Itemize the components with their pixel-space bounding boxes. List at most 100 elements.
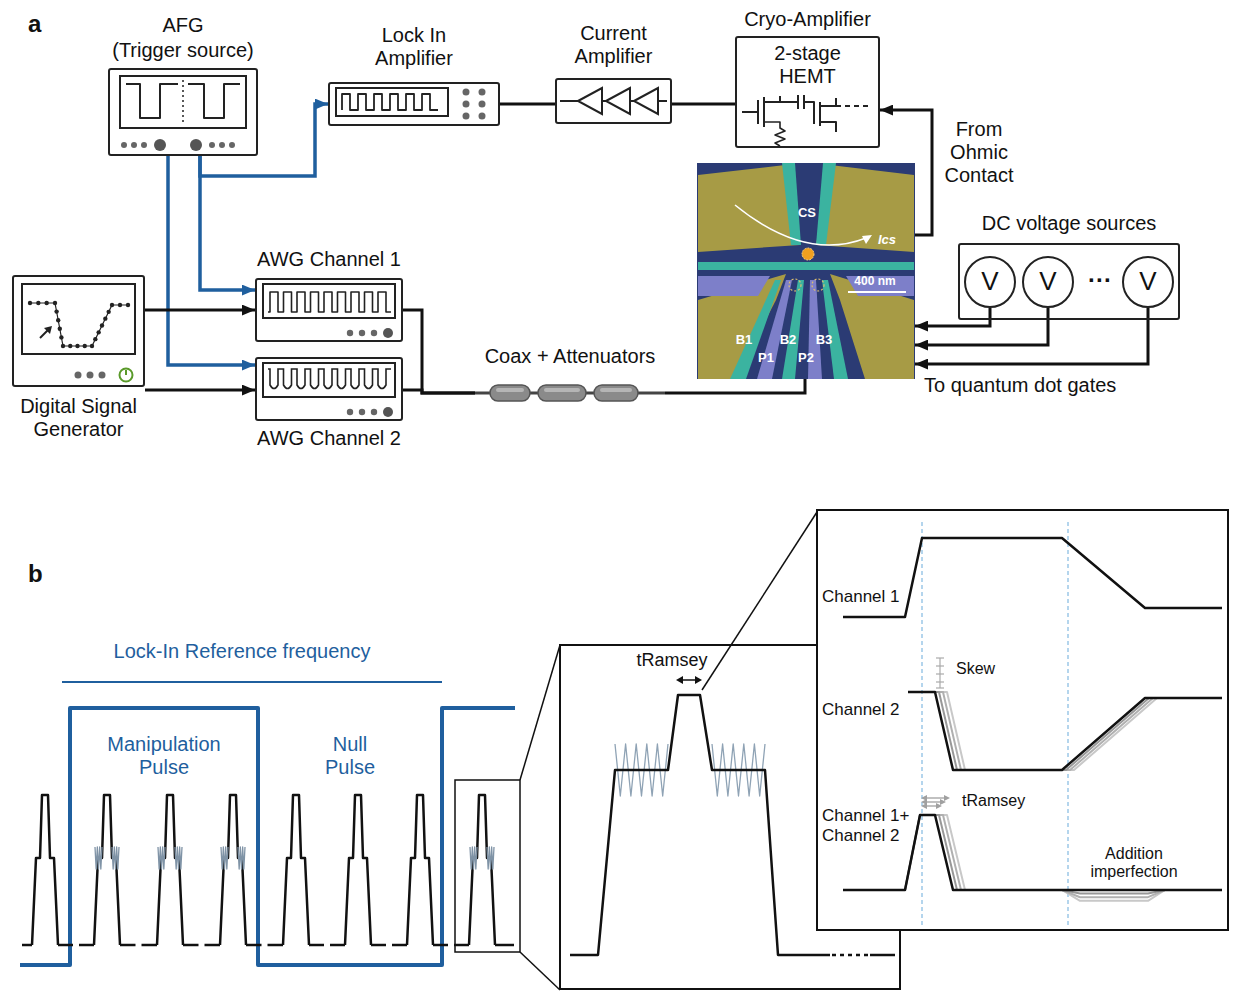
pulse-baseline — [371, 944, 386, 947]
pulse-baseline — [79, 944, 94, 947]
dimension-arrow — [936, 803, 942, 809]
wire-note: From Ohmic Contact — [936, 118, 1022, 187]
instrument-label: Cryo-Amplifier — [735, 8, 880, 31]
voltage-source: V — [964, 256, 1016, 308]
attenuator-highlight — [496, 388, 524, 392]
voltage-source: V — [1022, 256, 1074, 308]
signal-wire — [915, 308, 1048, 345]
signal-wire — [915, 308, 1148, 364]
signal-wire — [145, 389, 255, 392]
pulse-baseline — [433, 944, 448, 947]
attenuator-symbol — [538, 385, 586, 401]
instrument-label: (Trigger source) — [108, 39, 258, 62]
knob — [359, 409, 365, 415]
skew-marker — [936, 665, 944, 666]
instrument-screen — [120, 76, 246, 128]
gate-name: B2 — [775, 333, 801, 348]
cable-label: Coax + Attenuators — [475, 345, 665, 368]
transistor-symbol — [820, 98, 836, 106]
pulse-baseline — [183, 944, 199, 947]
waveform-point — [28, 301, 32, 305]
coax-line: Coax + Attenuators — [475, 345, 665, 405]
instrument-label: DC voltage sources — [958, 212, 1180, 235]
gate-region — [822, 280, 848, 379]
knob — [479, 101, 486, 108]
waveform-point — [110, 303, 114, 307]
zoom-line — [702, 512, 817, 690]
scale-bar — [848, 291, 906, 293]
knob — [359, 330, 365, 336]
gate-name: B1 — [731, 333, 757, 348]
source-panel: DC voltage sourcesVVV — [958, 212, 1180, 320]
dimension-arrow — [924, 797, 947, 798]
knob — [131, 142, 137, 148]
instrument-box: AFG(Trigger source) — [108, 12, 258, 156]
signal-name: Manipulation Pulse — [99, 733, 229, 779]
microwave-burst — [238, 847, 245, 869]
waveform-point — [36, 301, 40, 305]
instrument-screen — [22, 284, 135, 354]
voltage-symbol: V — [966, 267, 1014, 297]
signal-wire — [880, 110, 932, 235]
instrument-screen — [263, 284, 395, 318]
waveform-point — [118, 303, 122, 307]
gate-region — [698, 276, 770, 296]
zoom-line — [520, 952, 560, 990]
gate-name: CS — [790, 206, 824, 221]
waveform-point — [59, 335, 63, 339]
waveform-point — [126, 303, 130, 307]
pulse-baseline — [22, 944, 32, 947]
skew-marker — [936, 681, 944, 682]
instrument-screen — [336, 88, 448, 116]
signal-name: Channel 1 — [822, 587, 912, 607]
transistor-symbol — [757, 100, 759, 124]
pulse-baseline — [870, 954, 895, 957]
waveform-point — [96, 330, 100, 334]
instrument-panel — [108, 68, 258, 156]
pulse-baseline — [120, 944, 136, 947]
transistor-symbol — [742, 111, 758, 113]
waveform-point — [103, 316, 107, 320]
signal-wire — [915, 308, 990, 326]
pulse-train — [268, 369, 391, 389]
instrument-label: AWG Channel 1 — [255, 248, 403, 271]
zoom-line — [520, 645, 560, 780]
instrument-label: Lock In Amplifier — [354, 24, 474, 70]
instrument-box: AWG Channel 2 — [255, 357, 403, 455]
skew-marker — [936, 673, 944, 674]
signal-wire — [200, 156, 255, 290]
knob — [75, 372, 82, 379]
signal-wire — [500, 103, 555, 106]
dimension-arrow — [944, 795, 950, 801]
signal-name: Lock-In Reference frequency — [72, 640, 412, 663]
capacitor-symbol — [797, 95, 799, 109]
transistor-symbol — [813, 104, 815, 124]
timing-guide — [1067, 522, 1069, 925]
skew-marker — [936, 657, 944, 658]
pulse-baseline — [58, 944, 73, 947]
knob — [479, 113, 486, 120]
amplifier-label: 2-stage HEMT — [750, 42, 865, 88]
skewed-trace — [908, 692, 1222, 770]
waveform-point — [68, 344, 72, 348]
voltage-pulse — [32, 795, 58, 945]
signal-wire — [200, 104, 328, 176]
instrument-box: Current Amplifier — [555, 18, 672, 124]
waveform-point — [58, 327, 62, 331]
signal-wire — [672, 103, 735, 106]
ellipsis: ··· — [1080, 266, 1120, 294]
waveform-point — [93, 337, 97, 341]
current-arrow — [862, 235, 872, 244]
pointer-arrow — [44, 326, 52, 334]
signal-wire — [168, 156, 255, 365]
time-label: tRamsey — [634, 650, 710, 671]
instrument-label: AFG — [108, 14, 258, 37]
attenuator-highlight — [600, 388, 632, 392]
attenuator-highlight — [544, 388, 580, 392]
transistor-symbol — [836, 105, 872, 107]
waveform-point — [83, 344, 87, 348]
resistor-symbol — [764, 122, 785, 146]
voltage-pulse — [469, 795, 495, 945]
